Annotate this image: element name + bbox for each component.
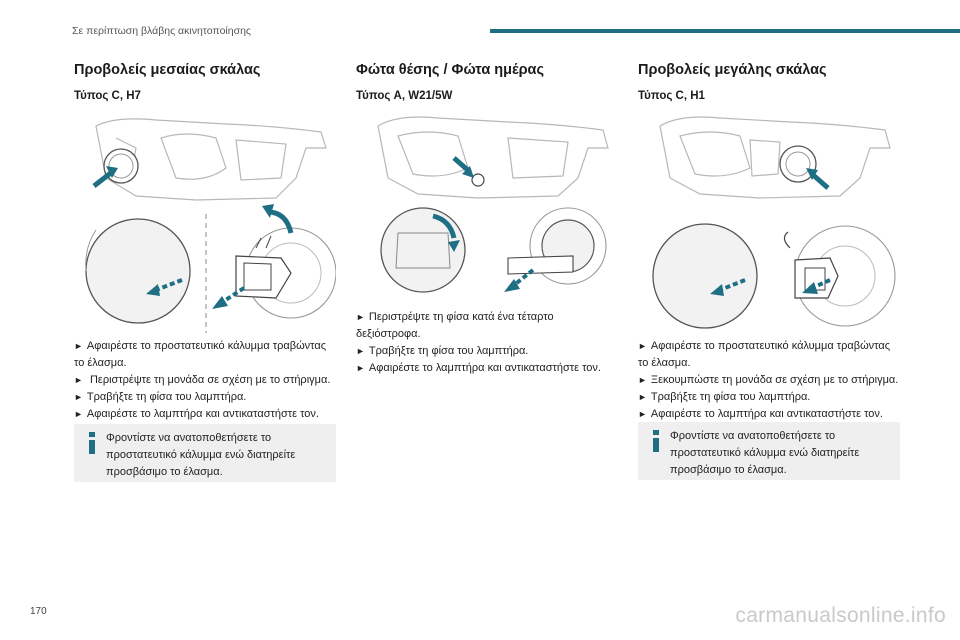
bullet-icon: ► — [74, 392, 83, 402]
bullet-icon: ► — [638, 409, 647, 419]
info-icon — [89, 432, 95, 454]
arrow-icon — [146, 278, 183, 296]
step-item: ►Περιστρέψτε τη φίσα κατά ένα τέταρτο δε… — [356, 311, 554, 340]
info-icon — [653, 430, 659, 452]
section-title: Σε περίπτωση βλάβης ακινητοποίησης — [72, 25, 251, 37]
arrow-icon — [452, 156, 474, 178]
arrow-icon — [802, 278, 831, 294]
column-low-beam: Προβολείς μεσαίας σκάλας Τύπος C, H7 — [74, 62, 339, 102]
bulb-type: Τύπος A, W21/5W — [356, 90, 453, 102]
column-position-lights: Φώτα θέσης / Φώτα ημέρας Τύπος A, W21/5W — [356, 62, 621, 102]
bullet-icon: ► — [638, 375, 647, 385]
position-light-illustration — [377, 116, 609, 293]
bullet-icon: ► — [356, 346, 365, 356]
steps-list: ►Περιστρέψτε τη φίσα κατά ένα τέταρτο δε… — [356, 309, 621, 377]
watermark: carmanualsonline.info — [735, 604, 946, 627]
info-box: Φροντίστε να ανατοποθετήσετε το προστατε… — [74, 424, 336, 482]
column-title: Προβολείς μεσαίας σκάλας — [74, 62, 261, 78]
info-text: Φροντίστε να ανατοποθετήσετε το προστατε… — [106, 432, 296, 478]
bullet-icon: ► — [638, 341, 647, 351]
arrow-icon — [806, 168, 830, 190]
header-accent-bar — [490, 29, 960, 33]
step-item: ►Ξεκουμπώστε τη μονάδα σε σχέση με το στ… — [638, 374, 899, 386]
steps-list: ►Αφαιρέστε το προστατευτικό κάλυμμα τραβ… — [638, 338, 900, 423]
steps-list: ►Αφαιρέστε το προστατευτικό κάλυμμα τραβ… — [74, 338, 336, 423]
column-title: Προβολείς μεγάλης σκάλας — [638, 62, 827, 78]
info-text: Φροντίστε να ανατοποθετήσετε το προστατε… — [670, 430, 860, 476]
column-title: Φώτα θέσης / Φώτα ημέρας — [356, 62, 544, 78]
step-item: ►Αφαιρέστε το λαμπτήρα και αντικαταστήστ… — [74, 408, 319, 420]
bullet-icon: ► — [74, 375, 83, 385]
step-item: ►Αφαιρέστε το λαμπτήρα και αντικαταστήστ… — [638, 408, 883, 420]
arrow-icon — [212, 204, 294, 309]
bullet-icon: ► — [74, 341, 83, 351]
step-item: ► Περιστρέψτε τη μονάδα σε σχέση με το σ… — [74, 374, 331, 386]
info-box: Φροντίστε να ανατοποθετήσετε το προστατε… — [638, 422, 900, 480]
arrow-icon — [432, 213, 460, 252]
arrow-icon — [710, 278, 746, 296]
page-number: 170 — [30, 606, 47, 617]
bullet-icon: ► — [74, 409, 83, 419]
step-item: ►Τραβήξτε τη φίσα του λαμπτήρα. — [356, 345, 529, 357]
step-item: ►Αφαιρέστε το προστατευτικό κάλυμμα τραβ… — [74, 340, 327, 369]
arrow-icon — [504, 268, 535, 292]
step-item: ►Τραβήξτε τη φίσα του λαμπτήρα. — [638, 391, 811, 403]
arrow-icon — [92, 166, 118, 188]
bulb-type: Τύπος C, H1 — [638, 90, 705, 102]
low-beam-illustration — [85, 118, 336, 333]
step-item: ►Αφαιρέστε το προστατευτικό κάλυμμα τραβ… — [638, 340, 891, 369]
column-high-beam: Προβολείς μεγάλης σκάλας Τύπος C, H1 — [638, 62, 903, 102]
high-beam-illustration — [652, 116, 896, 329]
bullet-icon: ► — [638, 392, 647, 402]
step-item: ►Αφαιρέστε το λαμπτήρα και αντικαταστήστ… — [356, 362, 601, 374]
bulb-type: Τύπος C, H7 — [74, 90, 141, 102]
step-item: ►Τραβήξτε τη φίσα του λαμπτήρα. — [74, 391, 247, 403]
bullet-icon: ► — [356, 363, 365, 373]
bullet-icon: ► — [356, 312, 365, 322]
